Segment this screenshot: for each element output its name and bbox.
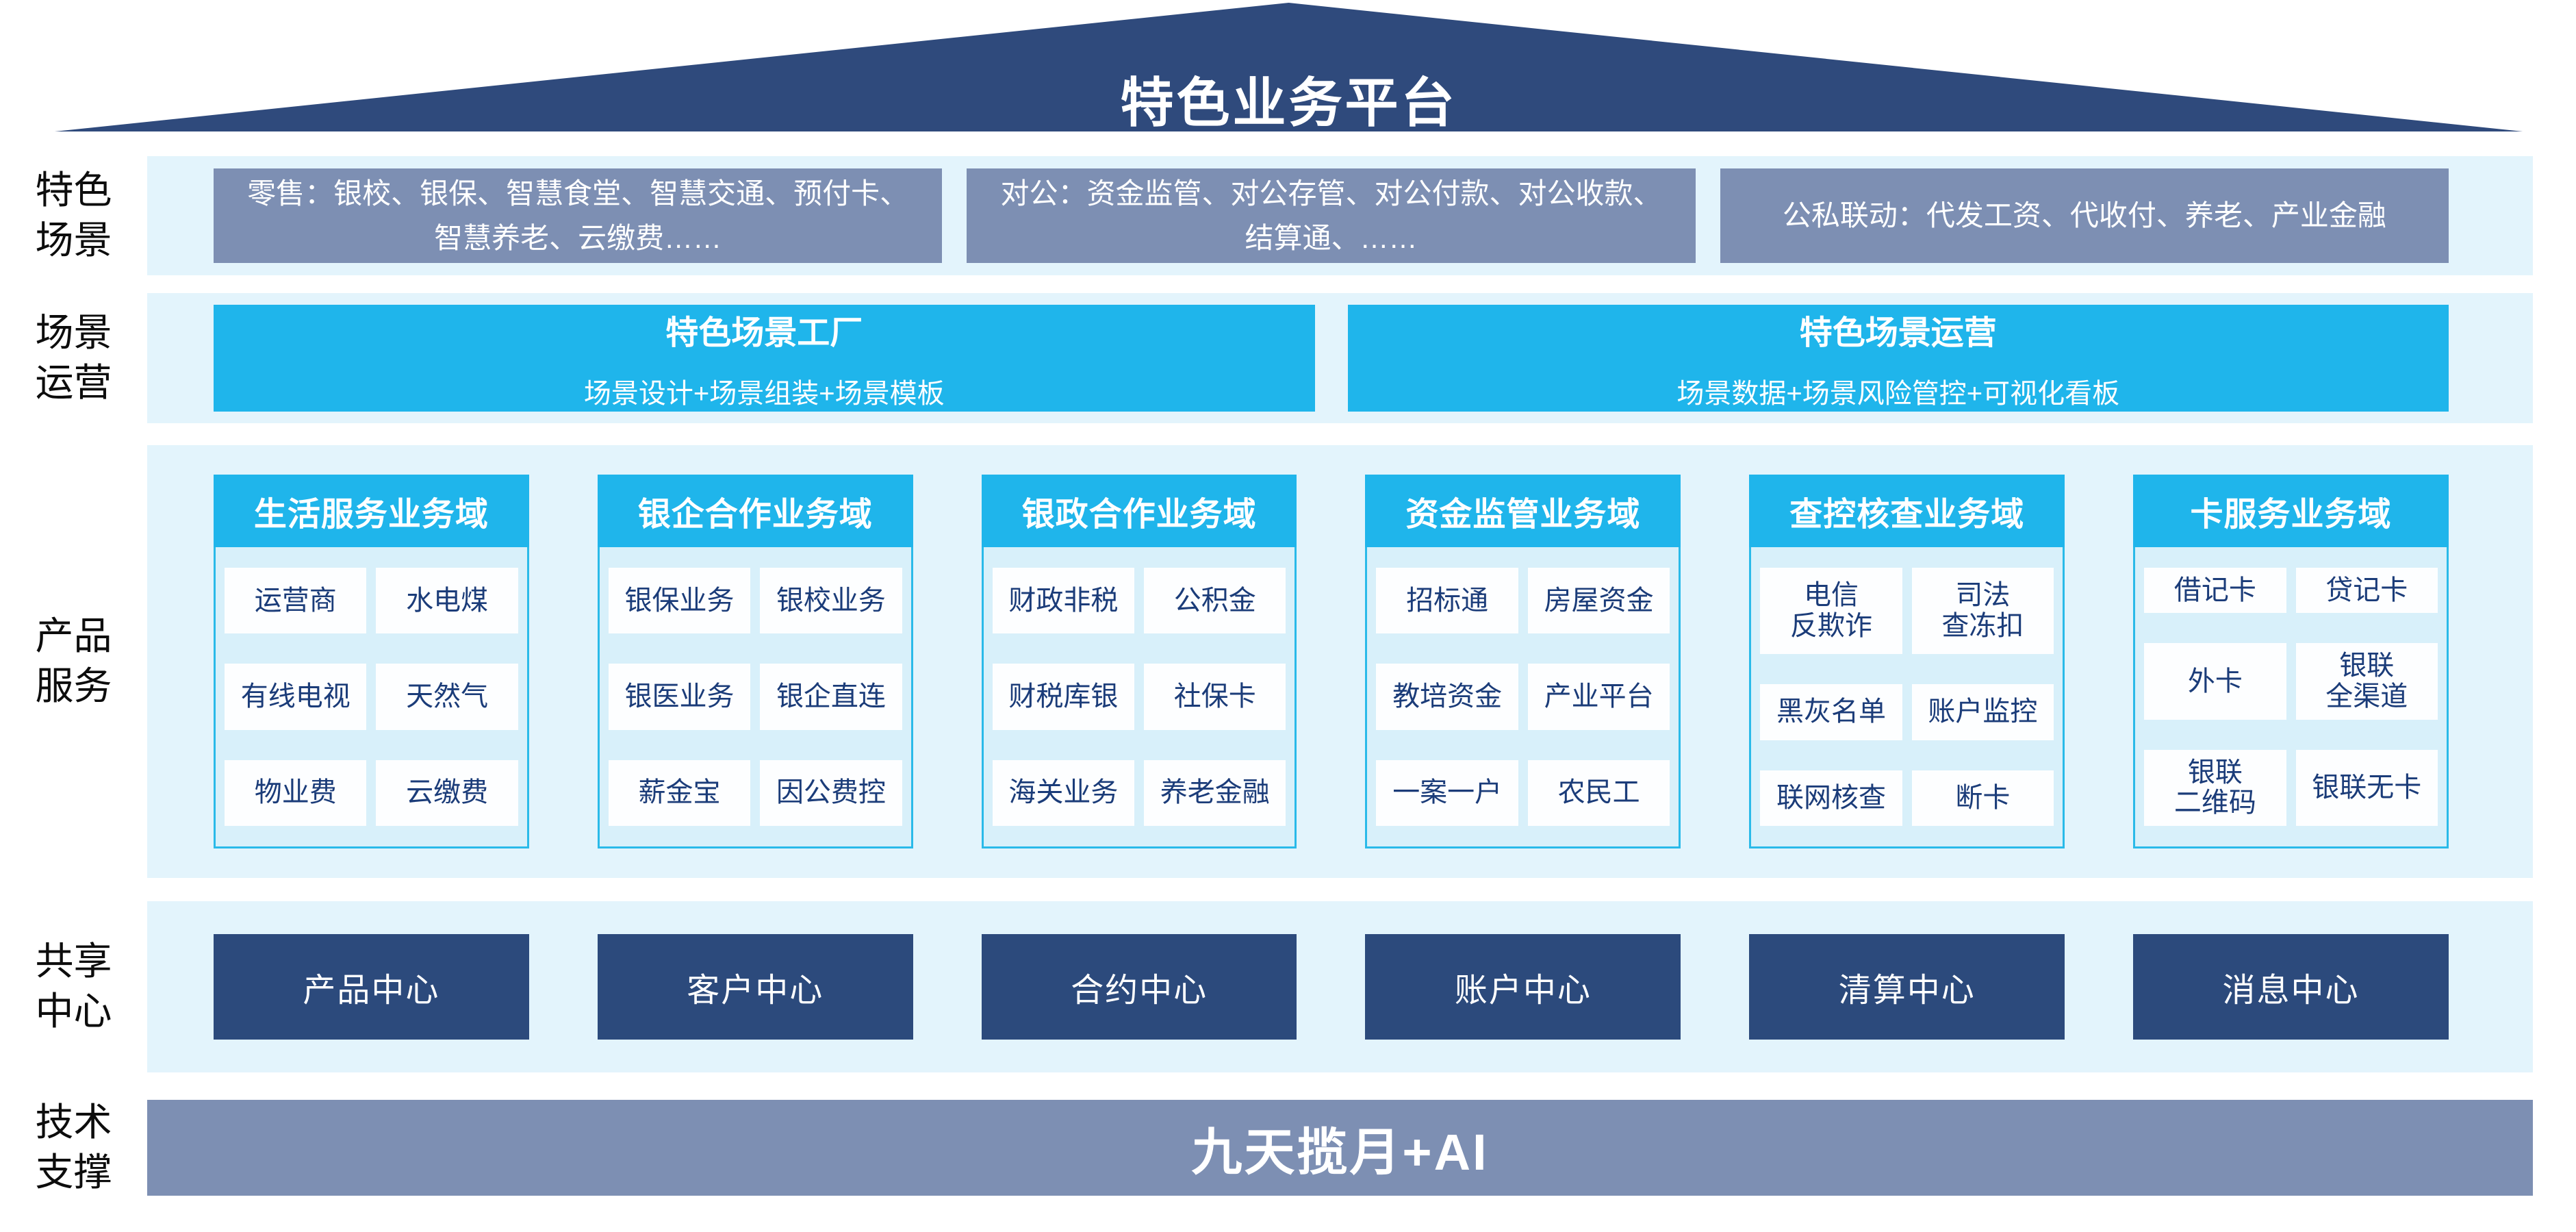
platform-title: 特色业务平台 — [1120, 73, 1457, 133]
product-cell: 公积金 — [1144, 568, 1286, 634]
scenario-box-retail: 零售：银校、银保、智慧食堂、智慧交通、预付卡、智慧养老、云缴费…… — [214, 168, 943, 263]
scene-factory-title: 特色场景工厂 — [665, 315, 863, 351]
column-body: 招标通 房屋资金 教培资金 产业平台 一案一户 农民工 — [1365, 547, 1681, 848]
center-box-contract: 合约中心 — [981, 934, 1297, 1040]
tech-support-title: 九天揽月+AI — [1191, 1123, 1489, 1181]
product-cell: 房屋资金 — [1527, 568, 1670, 634]
scenario-box-linkage: 公私联动：代发工资、代收付、养老、产业金融 — [1720, 168, 2449, 263]
row-label-scenarios: 特色 场景 — [35, 168, 112, 262]
product-cell: 银保业务 — [608, 568, 751, 634]
product-cell: 借记卡 — [2144, 568, 2286, 614]
product-cell: 黑灰名单 — [1760, 684, 1902, 740]
roof-shape: 特色业务平台 — [55, 3, 2523, 131]
product-cell: 财政非税 — [992, 568, 1135, 634]
column-body: 财政非税 公积金 财税库银 社保卡 海关业务 养老金融 — [981, 547, 1297, 848]
row-label-share: 共享 中心 — [35, 940, 112, 1033]
column-header: 查控核查业务域 — [1749, 475, 2065, 547]
product-cell: 养老金融 — [1144, 759, 1286, 826]
center-box-product: 产品中心 — [214, 934, 529, 1040]
product-cell: 断卡 — [1911, 770, 2054, 826]
product-cell: 教培资金 — [1376, 664, 1518, 730]
products-band: 生活服务业务域 运营商 水电煤 有线电视 天然气 物业费 云缴费 银企合作业务域… — [147, 445, 2533, 878]
product-column-card-services: 卡服务业务域 借记卡 贷记卡 外卡 银联 全渠道 银联 二维码 银联无卡 — [2133, 475, 2449, 848]
product-cell: 招标通 — [1376, 568, 1518, 634]
column-header: 银企合作业务域 — [597, 475, 913, 547]
scenario-box-corporate: 对公：资金监管、对公存管、对公付款、对公收款、结算通、…… — [967, 168, 1696, 263]
product-cell: 物业费 — [225, 759, 367, 826]
product-cell: 运营商 — [225, 568, 367, 634]
product-column-inspection: 查控核查业务域 电信 反欺诈 司法 查冻扣 黑灰名单 账户监控 联网核查 断卡 — [1749, 475, 2065, 848]
product-cell: 天然气 — [376, 664, 518, 730]
product-cell: 水电煤 — [376, 568, 518, 634]
center-box-account: 账户中心 — [1365, 934, 1681, 1040]
product-column-bank-government: 银政合作业务域 财政非税 公积金 财税库银 社保卡 海关业务 养老金融 — [981, 475, 1297, 848]
column-body: 电信 反欺诈 司法 查冻扣 黑灰名单 账户监控 联网核查 断卡 — [1749, 547, 2065, 848]
product-cell: 银联 二维码 — [2144, 749, 2286, 826]
product-cell: 银联无卡 — [2295, 749, 2438, 826]
scene-factory-box: 特色场景工厂 场景设计+场景组装+场景模板 — [214, 305, 1315, 412]
product-cell: 司法 查冻扣 — [1911, 568, 2054, 655]
product-cell: 银医业务 — [608, 664, 751, 730]
product-cell: 农民工 — [1527, 759, 1670, 826]
center-box-clearing: 清算中心 — [1749, 934, 2065, 1040]
product-column-fund-supervision: 资金监管业务域 招标通 房屋资金 教培资金 产业平台 一案一户 农民工 — [1365, 475, 1681, 848]
scene-operation-subtitle: 场景数据+场景风险管控+可视化看板 — [1676, 379, 2120, 409]
column-body: 借记卡 贷记卡 外卡 银联 全渠道 银联 二维码 银联无卡 — [2133, 547, 2449, 848]
row-label-tech: 技术 支撑 — [35, 1101, 112, 1194]
center-box-message: 消息中心 — [2133, 934, 2449, 1040]
column-body: 运营商 水电煤 有线电视 天然气 物业费 云缴费 — [214, 547, 529, 848]
scenarios-band: 零售：银校、银保、智慧食堂、智慧交通、预付卡、智慧养老、云缴费…… 对公：资金监… — [147, 156, 2533, 275]
product-cell: 薪金宝 — [608, 759, 751, 826]
column-header: 资金监管业务域 — [1365, 475, 1681, 547]
product-cell: 银联 全渠道 — [2295, 643, 2438, 720]
product-cell: 外卡 — [2144, 643, 2286, 720]
product-cell: 账户监控 — [1911, 684, 2054, 740]
row-label-operation: 场景 运营 — [35, 311, 112, 404]
product-column-life-services: 生活服务业务域 运营商 水电煤 有线电视 天然气 物业费 云缴费 — [214, 475, 529, 848]
share-band: 产品中心 客户中心 合约中心 账户中心 清算中心 消息中心 — [147, 901, 2533, 1072]
product-cell: 社保卡 — [1144, 664, 1286, 730]
column-header: 银政合作业务域 — [981, 475, 1297, 547]
product-cell: 一案一户 — [1376, 759, 1518, 826]
product-column-bank-enterprise: 银企合作业务域 银保业务 银校业务 银医业务 银企直连 薪金宝 因公费控 — [597, 475, 913, 848]
product-cell: 因公费控 — [760, 759, 902, 826]
product-cell: 产业平台 — [1527, 664, 1670, 730]
column-body: 银保业务 银校业务 银医业务 银企直连 薪金宝 因公费控 — [597, 547, 913, 848]
scene-operation-title: 特色场景运营 — [1799, 315, 1997, 351]
column-header: 生活服务业务域 — [214, 475, 529, 547]
product-cell: 海关业务 — [992, 759, 1135, 826]
product-cell: 贷记卡 — [2295, 568, 2438, 614]
center-box-customer: 客户中心 — [597, 934, 913, 1040]
product-cell: 银校业务 — [760, 568, 902, 634]
scene-factory-subtitle: 场景设计+场景组装+场景模板 — [583, 379, 945, 409]
operation-band: 特色场景工厂 场景设计+场景组装+场景模板 特色场景运营 场景数据+场景风险管控… — [147, 293, 2533, 423]
row-label-products: 产品 服务 — [35, 614, 112, 707]
product-cell: 银企直连 — [760, 664, 902, 730]
column-header: 卡服务业务域 — [2133, 475, 2449, 547]
product-cell: 云缴费 — [376, 759, 518, 826]
scene-operation-box: 特色场景运营 场景数据+场景风险管控+可视化看板 — [1347, 305, 2449, 412]
product-cell: 有线电视 — [225, 664, 367, 730]
product-cell: 财税库银 — [992, 664, 1135, 730]
tech-support-bar: 九天揽月+AI — [147, 1100, 2533, 1196]
product-cell: 联网核查 — [1760, 770, 1902, 826]
product-cell: 电信 反欺诈 — [1760, 568, 1902, 655]
